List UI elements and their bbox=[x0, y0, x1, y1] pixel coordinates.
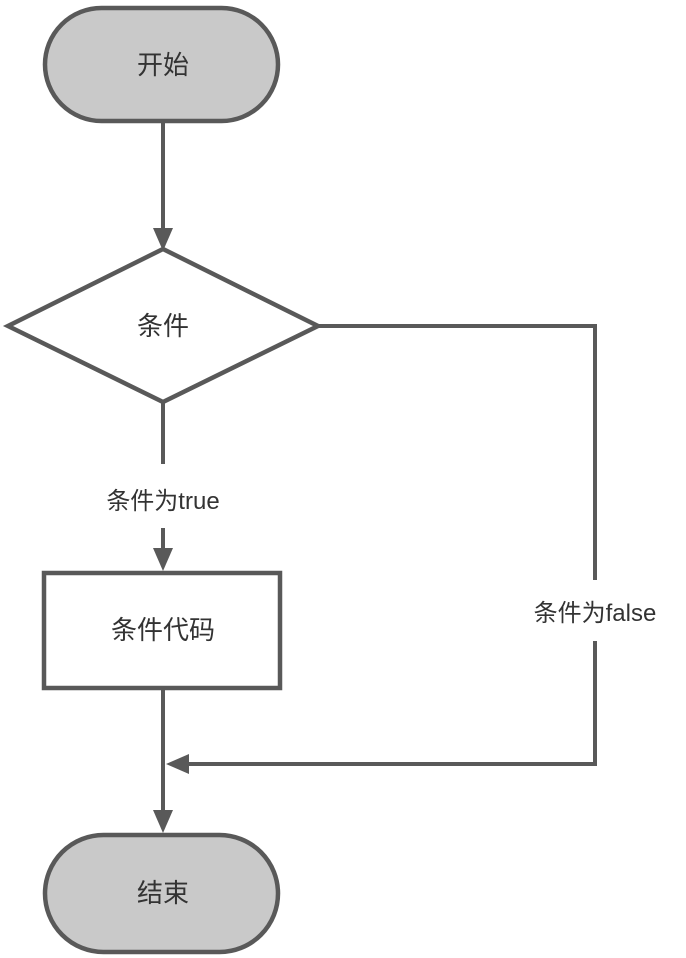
arrow-left-icon bbox=[166, 754, 189, 774]
node-start-label: 开始 bbox=[137, 50, 189, 80]
edge-line bbox=[189, 641, 597, 766]
node-end: 结束 bbox=[42, 832, 281, 955]
node-condition-label: 条件 bbox=[137, 311, 189, 341]
edge-label-false: 条件为false bbox=[534, 600, 657, 627]
code-rectangle-shape bbox=[41, 570, 283, 691]
edge-condition-to-end: 条件为false bbox=[166, 324, 657, 774]
arrow-down-icon bbox=[153, 810, 173, 833]
arrow-down-icon bbox=[153, 548, 173, 571]
node-condition: 条件 bbox=[2, 246, 324, 405]
edge-code-to-end bbox=[153, 688, 173, 833]
arrow-down-icon bbox=[153, 228, 173, 251]
node-code-label: 条件代码 bbox=[111, 615, 215, 645]
node-end-label: 结束 bbox=[137, 878, 189, 908]
end-stadium-shape bbox=[42, 832, 281, 955]
edge-condition-to-code: 条件为true bbox=[106, 403, 220, 571]
node-code: 条件代码 bbox=[41, 570, 283, 691]
edge-label-true: 条件为true bbox=[106, 488, 219, 515]
condition-diamond-shape bbox=[2, 246, 324, 405]
node-start: 开始 bbox=[42, 5, 281, 124]
edge-start-to-condition bbox=[153, 121, 173, 251]
edge-line bbox=[319, 324, 597, 580]
start-stadium-shape bbox=[42, 5, 281, 124]
